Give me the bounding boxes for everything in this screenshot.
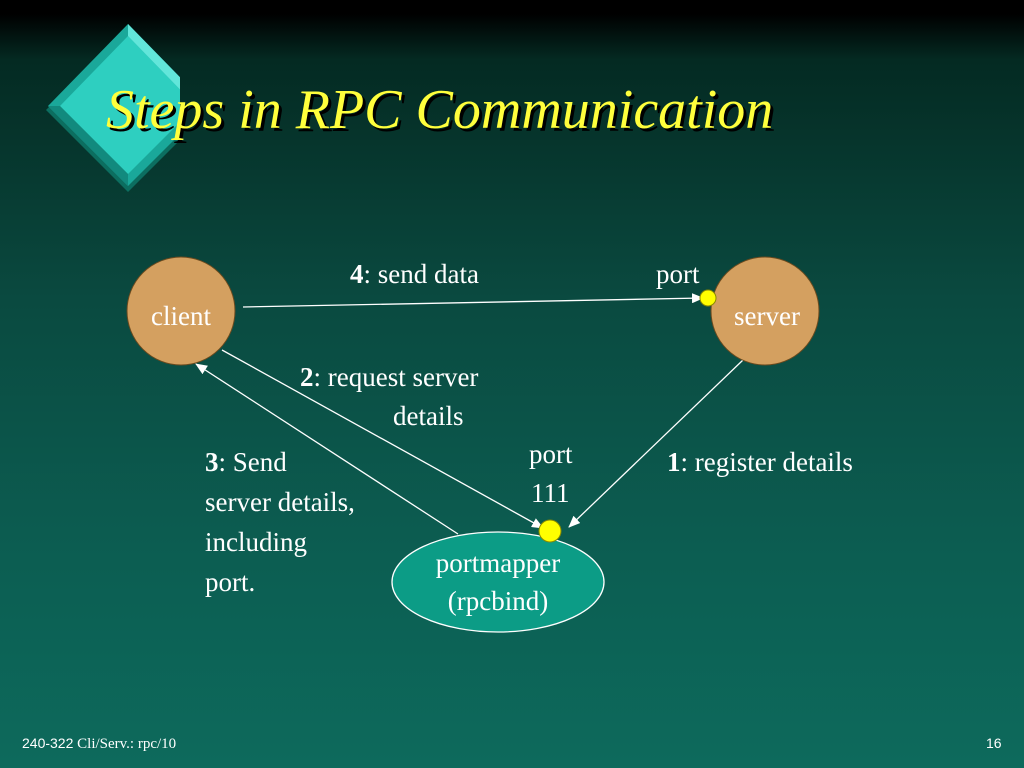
step2-label-line2: details xyxy=(393,401,464,431)
step1-label: 1: register details xyxy=(667,443,853,481)
footer-course-number: 240-322 xyxy=(22,735,74,751)
step3-line4: port. xyxy=(205,567,256,597)
client-label: client xyxy=(151,301,211,331)
server-port-dot xyxy=(699,289,717,307)
portmapper-port-number: 111 xyxy=(531,478,570,508)
step1-text: : register details xyxy=(680,447,853,477)
client-node: client xyxy=(126,256,236,366)
edge-request-server-details xyxy=(221,349,544,529)
portmapper-port-label: port xyxy=(529,439,573,469)
step2-number: 2 xyxy=(300,362,314,392)
step1-number: 1 xyxy=(667,447,681,477)
step3-text: : Send xyxy=(218,447,287,477)
step4-text: : send data xyxy=(363,259,479,289)
edge-send-data xyxy=(242,293,704,308)
step4-number: 4 xyxy=(350,259,364,289)
rpcbind-label: (rpcbind) xyxy=(448,586,548,616)
portmapper-label: portmapper xyxy=(436,548,560,578)
server-node: server xyxy=(710,256,820,366)
step3-label: 3: Send xyxy=(205,443,287,481)
top-bar xyxy=(0,0,1024,14)
diamond-bullet-icon xyxy=(46,24,180,192)
footer-course-text: Cli/Serv.: rpc/10 xyxy=(77,736,177,752)
slide-title: Steps in RPC Communication xyxy=(106,79,774,141)
server-label: server xyxy=(734,301,800,331)
step2-text: : request server xyxy=(313,362,479,392)
step3-number: 3 xyxy=(205,447,219,477)
step3-line2: server details, xyxy=(205,487,355,517)
edge-register-details xyxy=(568,359,744,528)
step3-line3: including xyxy=(205,527,307,557)
portmapper-node: portmapper (rpcbind) xyxy=(391,531,605,633)
server-port-label: port xyxy=(656,259,700,289)
footer-course: 240-322 Cli/Serv.: rpc/10 xyxy=(22,735,176,753)
step2-label: 2: request server xyxy=(300,358,478,396)
step4-label: 4: send data xyxy=(350,255,479,293)
page-number: 16 xyxy=(986,735,1002,751)
edge-send-server-details xyxy=(195,363,459,535)
portmapper-port-dot xyxy=(538,519,562,543)
